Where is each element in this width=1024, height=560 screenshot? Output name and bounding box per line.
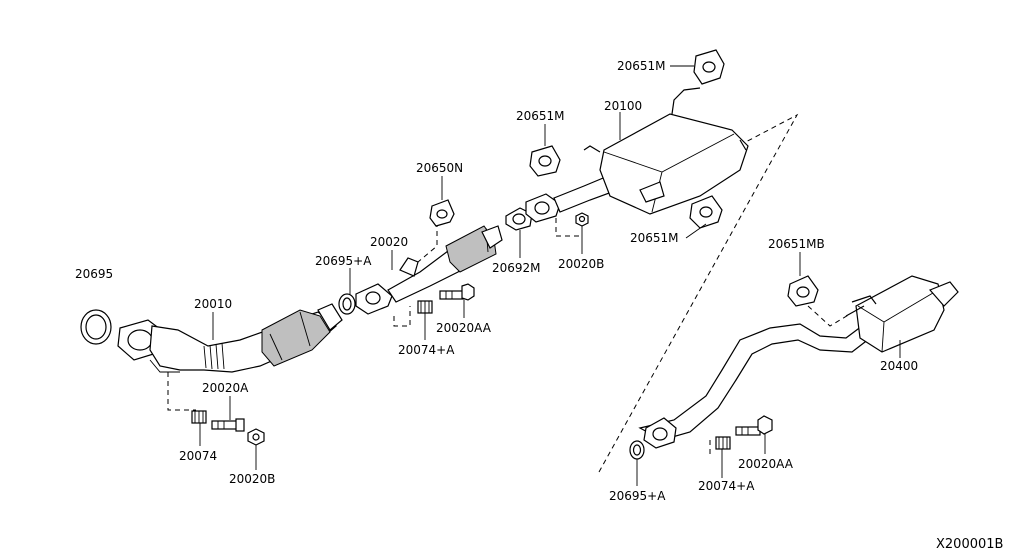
label-20692M: 20692M bbox=[492, 261, 541, 275]
label-20695A-rear: 20695+A bbox=[609, 489, 666, 503]
rear-muffler-20400 bbox=[638, 275, 959, 449]
gasket-ring-20695 bbox=[80, 309, 112, 345]
center-pipe-20020 bbox=[338, 225, 503, 315]
insulator-20651M-left bbox=[529, 145, 561, 177]
insulator-20651MB bbox=[787, 275, 819, 307]
label-20651M-left: 20651M bbox=[516, 109, 565, 123]
section-boundary-dashed bbox=[598, 113, 799, 473]
insulator-20650N bbox=[429, 199, 455, 227]
leader-20651M-right bbox=[685, 223, 707, 239]
leader-dashed-20651MB bbox=[807, 305, 851, 327]
label-20650N: 20650N bbox=[416, 161, 463, 175]
label-20651M-top: 20651M bbox=[617, 59, 666, 73]
label-20020: 20020 bbox=[370, 235, 408, 249]
nut-20020B-lower bbox=[247, 428, 265, 446]
label-20074A-front: 20074+A bbox=[398, 343, 455, 357]
leader-dashed-front-studs bbox=[167, 372, 196, 411]
stud-20074A-front bbox=[417, 300, 433, 314]
stud-20074 bbox=[191, 410, 207, 424]
nut-20020B-front bbox=[575, 212, 589, 227]
label-20020A: 20020A bbox=[202, 381, 249, 395]
label-20020B-front: 20020B bbox=[558, 257, 604, 271]
label-20020AA-front: 20020AA bbox=[436, 321, 492, 335]
stud-20074A-rear bbox=[715, 436, 731, 450]
label-20074: 20074 bbox=[179, 449, 217, 463]
main-muffler-20100 bbox=[525, 87, 749, 223]
front-catalytic-converter-20010 bbox=[117, 303, 343, 373]
leader-dashed-center-studs bbox=[393, 306, 411, 327]
label-20651M-right: 20651M bbox=[630, 231, 679, 245]
label-20010: 20010 bbox=[194, 297, 232, 311]
leader-dashed-20650N bbox=[417, 222, 438, 263]
insulator-20651M-top bbox=[693, 49, 725, 85]
bolt-20020A bbox=[211, 418, 245, 432]
bolt-20020AA-front bbox=[439, 283, 475, 301]
diagram-reference-code: X200001B bbox=[936, 537, 1003, 552]
label-20651MB: 20651MB bbox=[768, 237, 825, 251]
gasket-20695A-rear bbox=[629, 440, 645, 460]
insulator-20651M-right bbox=[689, 195, 723, 229]
leader-dashed-20020B-front bbox=[555, 218, 580, 237]
label-20695A-front: 20695+A bbox=[315, 254, 372, 268]
bolt-20020AA-rear bbox=[735, 415, 773, 436]
label-20400: 20400 bbox=[880, 359, 918, 373]
label-20020B-lower: 20020B bbox=[229, 472, 275, 486]
label-20020AA-rear: 20020AA bbox=[738, 457, 794, 471]
label-20695: 20695 bbox=[75, 267, 113, 281]
label-20074A-rear: 20074+A bbox=[698, 479, 755, 493]
label-20100: 20100 bbox=[604, 99, 642, 113]
